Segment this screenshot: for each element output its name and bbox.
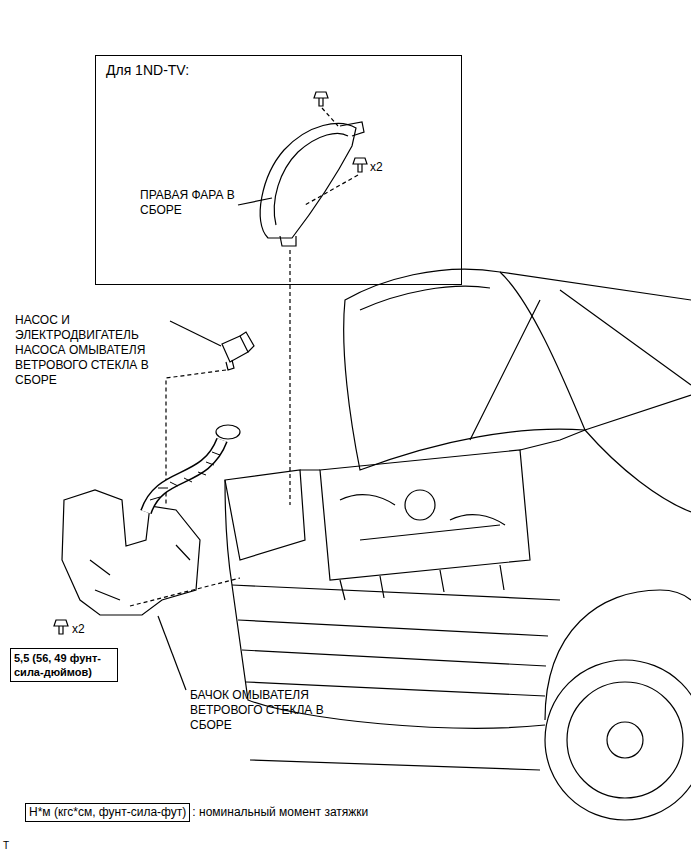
figure-mark: T (3, 838, 9, 853)
bolt (314, 92, 328, 106)
washer-pump (222, 336, 248, 362)
washer-pump (226, 332, 254, 370)
leader-line (289, 250, 290, 505)
engine-bay (340, 495, 505, 540)
inset-panel: Для 1ND-TV: (95, 55, 462, 285)
box-text: Для 1ND-TV: (106, 62, 451, 79)
ground-line (250, 760, 540, 770)
filler-hose (150, 452, 220, 500)
headlight-tab (340, 122, 364, 136)
leader-line (170, 321, 221, 346)
leader-line (158, 616, 186, 690)
filler-hose (146, 440, 222, 512)
filler-hose (146, 440, 222, 512)
engine-bay (300, 430, 585, 600)
engine-cover (405, 490, 435, 520)
legend-box: Н*м (кгс*см, фунт-сила-фут) (25, 803, 190, 822)
bolt (54, 620, 68, 634)
body (585, 430, 691, 512)
leader-line (130, 578, 240, 606)
engine (320, 450, 530, 580)
bolt (353, 158, 367, 172)
hood (360, 286, 540, 440)
front-face (232, 585, 560, 696)
washer-tank (90, 545, 190, 600)
headlight-tab (280, 236, 296, 246)
wheel (607, 722, 643, 758)
hood (344, 269, 585, 470)
wheel (567, 682, 683, 798)
washer-tank (62, 490, 200, 615)
part-label: ПРАВАЯ ФАРА В СБОРЕ (140, 188, 240, 218)
headlight (260, 123, 356, 238)
headlamp-opening (225, 470, 305, 560)
wheel (545, 660, 691, 820)
leader-line (238, 198, 272, 205)
quantity-label: x2 (72, 622, 85, 637)
part-label: БАЧОК ОМЫВАТЕЛЯ ВЕТРОВОГО СТЕКЛА В СБОРЕ (190, 688, 335, 733)
headlight-lens (274, 133, 348, 225)
torque-box: 5,5 (56, 49 фунт-сила-дюймов) (10, 648, 118, 682)
box-text: Н*м (кгс*см, фунт-сила-фут) (29, 805, 186, 820)
part-label: НАСОС И ЭЛЕКТРОДВИГАТЕЛЬ НАСОСА ОМЫВАТЕЛ… (15, 313, 160, 388)
leader-line (322, 108, 338, 126)
box-text: 5,5 (56, 49 фунт-сила-дюймов) (14, 651, 114, 679)
filler-cap (216, 425, 240, 439)
leader-line (305, 175, 358, 205)
legend-text: : номинальный момент затяжки (192, 805, 368, 820)
quantity-label: x2 (370, 160, 383, 175)
windshield (500, 272, 691, 430)
